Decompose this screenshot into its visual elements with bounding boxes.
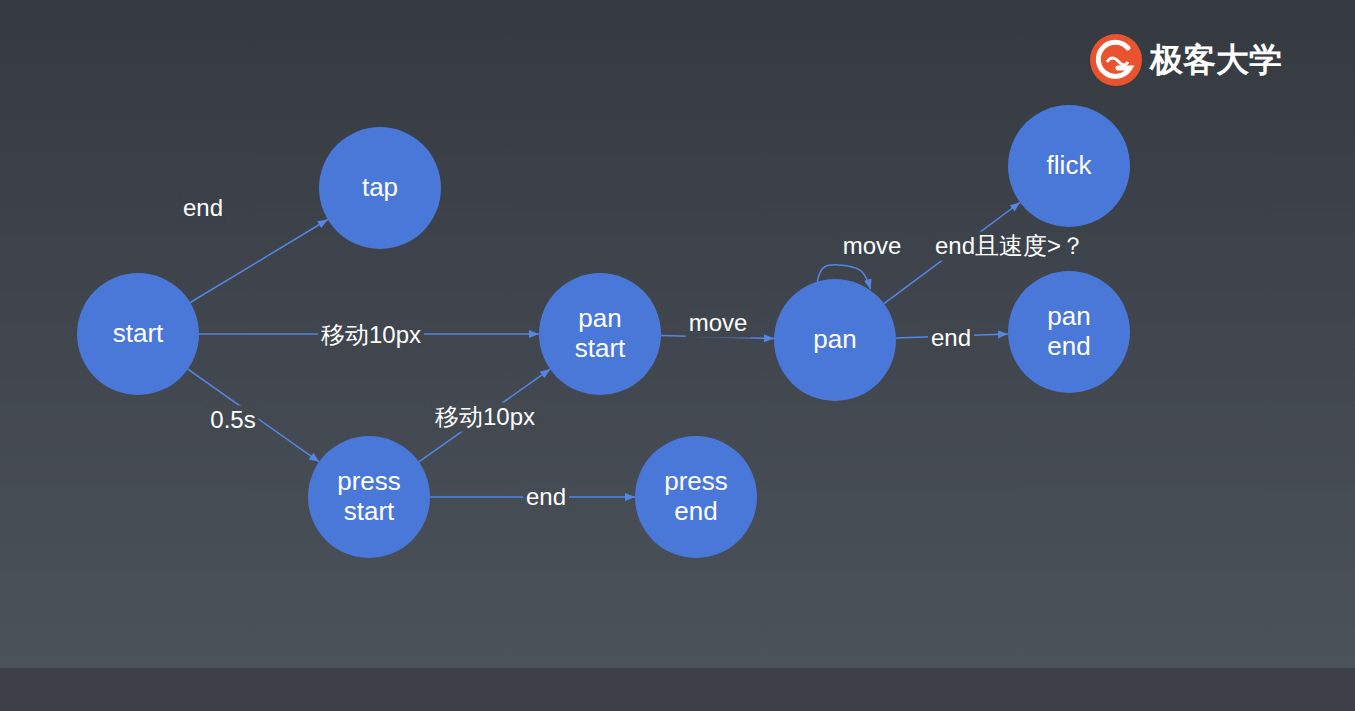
- state-circle: flick: [1008, 105, 1130, 227]
- state-name: press start: [323, 467, 415, 527]
- state-circle: start: [77, 273, 199, 395]
- transition-label: 0.5s: [207, 406, 258, 435]
- state-name: flick: [1047, 151, 1092, 181]
- state-name: tap: [362, 173, 398, 203]
- state-name: pan start: [554, 304, 646, 364]
- state-name: press end: [650, 467, 742, 527]
- state-circle: tap: [319, 127, 441, 249]
- transition-label: move: [686, 309, 751, 338]
- transition-label: 移动10px: [432, 403, 538, 432]
- state-circle: press start: [308, 436, 430, 558]
- transition-label: 移动10px: [318, 321, 424, 350]
- logo-mark: [1090, 34, 1142, 86]
- state-circle: pan start: [539, 273, 661, 395]
- logo-text: 极客大学: [1150, 40, 1282, 80]
- logo-glyph: [1107, 58, 1128, 65]
- transition-label: move: [840, 232, 905, 261]
- state-circle: press end: [635, 436, 757, 558]
- transition-arrow: [188, 369, 319, 462]
- state-circle: pan end: [1008, 271, 1130, 393]
- transition-label: end: [928, 324, 974, 353]
- transition-label: end: [180, 194, 226, 223]
- state-name: pan end: [1023, 302, 1115, 362]
- state-name: start: [113, 319, 164, 349]
- bottom-bar: [0, 668, 1355, 711]
- transition-arrow: [419, 369, 550, 462]
- transition-arrow: [190, 220, 328, 303]
- logo-circle: [1090, 34, 1142, 86]
- state-circle: pan: [774, 279, 896, 401]
- transition-label: end且速度>？: [932, 232, 1088, 261]
- transition-label: end: [523, 483, 569, 512]
- logo-glyph: [1098, 42, 1130, 76]
- state-name: pan: [813, 325, 856, 355]
